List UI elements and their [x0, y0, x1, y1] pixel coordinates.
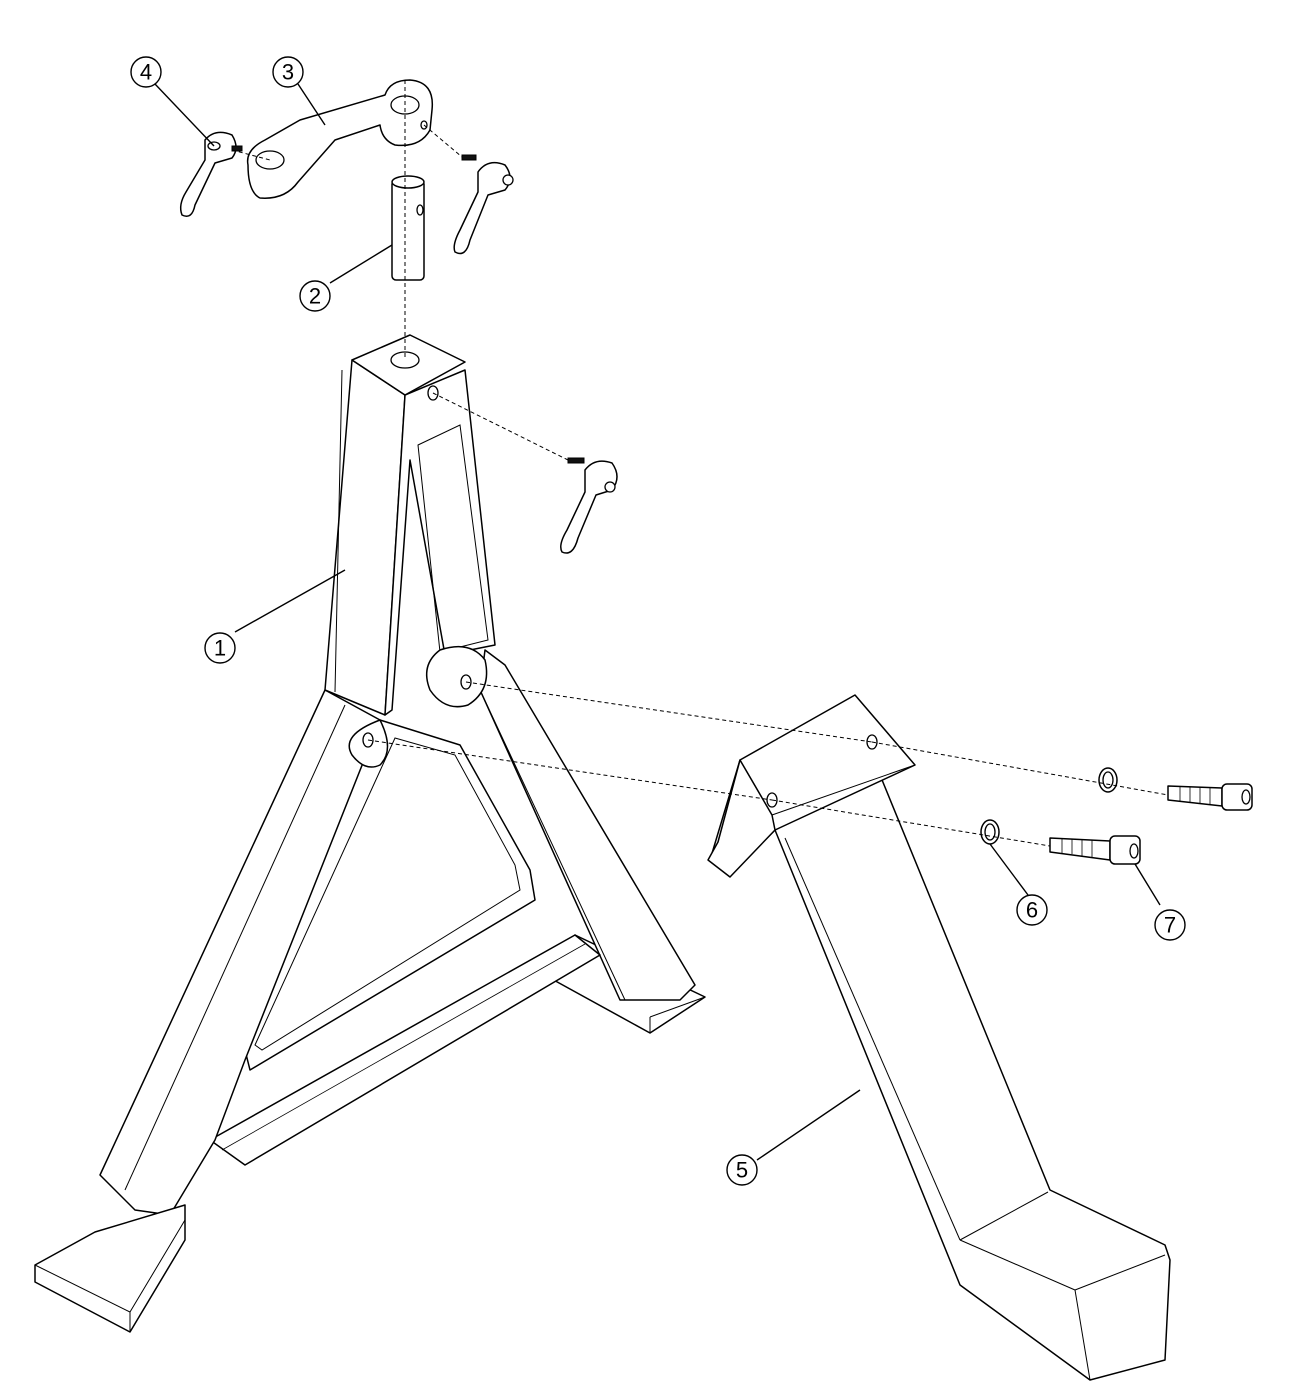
balloon-3-label: 3 [282, 60, 294, 85]
balloon-5-label: 5 [736, 1158, 748, 1183]
assembly-center-lines [231, 80, 1169, 847]
part-clamp-lever-1 [179, 131, 243, 217]
balloon-1-label: 1 [214, 636, 226, 661]
balloon-4: 4 [130, 56, 162, 88]
balloon-6: 6 [1016, 894, 1048, 926]
leader-lines [154, 83, 1161, 1161]
part-washer-2 [980, 819, 1000, 845]
balloon-4-label: 4 [140, 60, 152, 85]
part-cap-screw-2 [1049, 835, 1141, 865]
balloon-1: 1 [204, 632, 236, 664]
balloon-7-label: 7 [1164, 913, 1176, 938]
balloon-3: 3 [272, 56, 304, 88]
part-clamp-lever-3 [560, 457, 618, 554]
part-washer-1 [1098, 767, 1118, 793]
pin-socket-hole [390, 351, 420, 369]
balloon-7: 7 [1154, 909, 1186, 941]
balloon-6-label: 6 [1026, 898, 1038, 923]
part-clamp-lever-2 [453, 154, 514, 255]
balloon-2: 2 [299, 280, 331, 312]
balloon-2-label: 2 [309, 284, 321, 309]
part-swing-leg [707, 694, 1171, 1381]
part-pin [391, 175, 425, 281]
part-cap-screw-1 [1167, 783, 1253, 811]
balloon-5: 5 [726, 1154, 758, 1186]
part-a-frame-stand [34, 334, 706, 1333]
